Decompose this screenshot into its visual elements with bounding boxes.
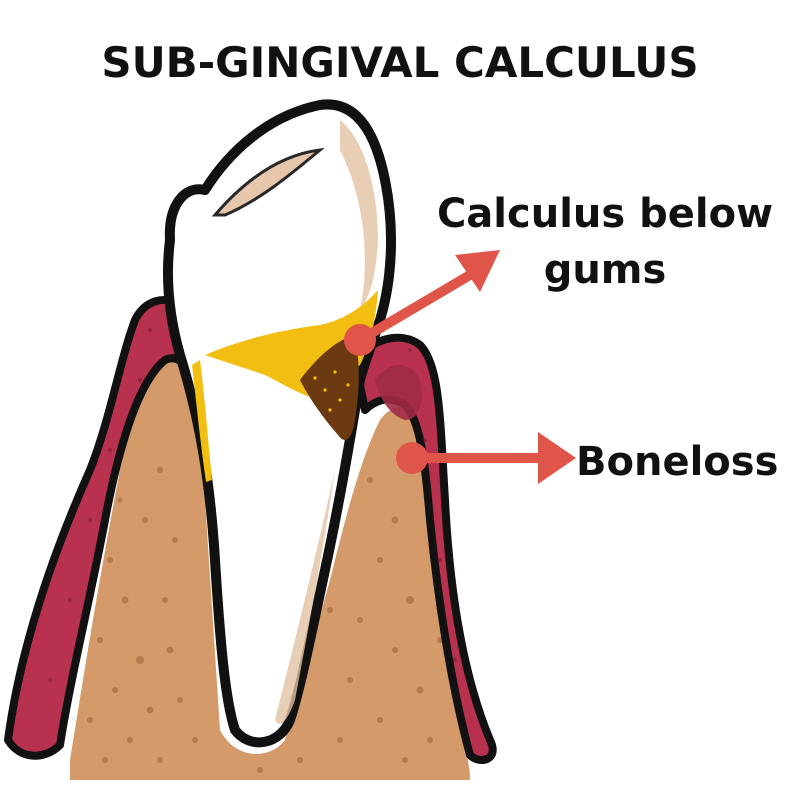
tooth-shading-crown	[340, 120, 378, 310]
bone-texture	[87, 467, 443, 773]
calculus-texture	[313, 370, 350, 412]
calculus-arrow	[344, 250, 500, 356]
calculus-label-line1: Calculus below	[436, 191, 774, 237]
calculus-label-line2: gums	[543, 247, 667, 293]
diagram-title: SUB-GINGIVAL CALCULUS	[101, 38, 699, 87]
tooth-shading-root	[275, 470, 335, 724]
plaque-left-strip	[192, 360, 212, 482]
boneloss-arrow	[396, 432, 576, 484]
gum-right	[351, 333, 497, 764]
calculus-label: Calculus below gums	[415, 186, 795, 298]
alveolar-bone	[70, 350, 470, 780]
tooth	[163, 99, 397, 748]
gum-right-highlight	[375, 365, 422, 420]
tooth-crown-groove	[211, 147, 325, 217]
boneloss-label: Boneloss	[576, 439, 779, 485]
calculus-deposit	[300, 335, 359, 440]
